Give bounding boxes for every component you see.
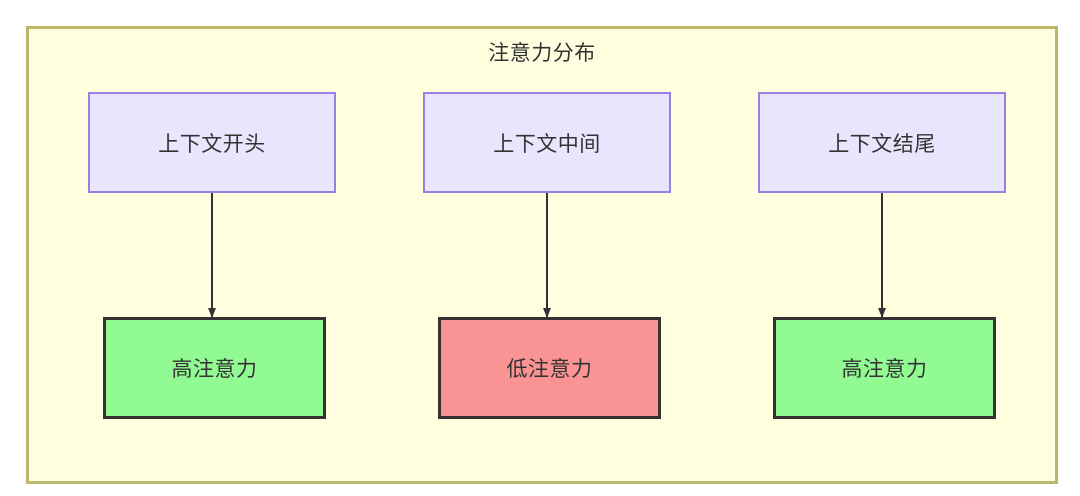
node-high-attention-end-label: 高注意力 xyxy=(841,358,928,381)
node-context-end-label: 上下文结尾 xyxy=(828,132,936,156)
node-low-attention-middle-label: 低注意力 xyxy=(506,358,593,381)
node-high-attention-start-label: 高注意力 xyxy=(171,358,258,381)
node-context-start[interactable]: 上下文开头 xyxy=(88,92,336,193)
node-context-middle[interactable]: 上下文中间 xyxy=(423,92,671,193)
node-high-attention-start[interactable]: 高注意力 xyxy=(103,317,326,419)
node-context-start-label: 上下文开头 xyxy=(158,132,266,156)
diagram-title: 注意力分布 xyxy=(488,42,596,65)
node-context-end[interactable]: 上下文结尾 xyxy=(758,92,1006,193)
node-high-attention-end[interactable]: 高注意力 xyxy=(773,317,996,419)
node-low-attention-middle[interactable]: 低注意力 xyxy=(438,317,661,419)
node-context-middle-label: 上下文中间 xyxy=(493,132,601,156)
